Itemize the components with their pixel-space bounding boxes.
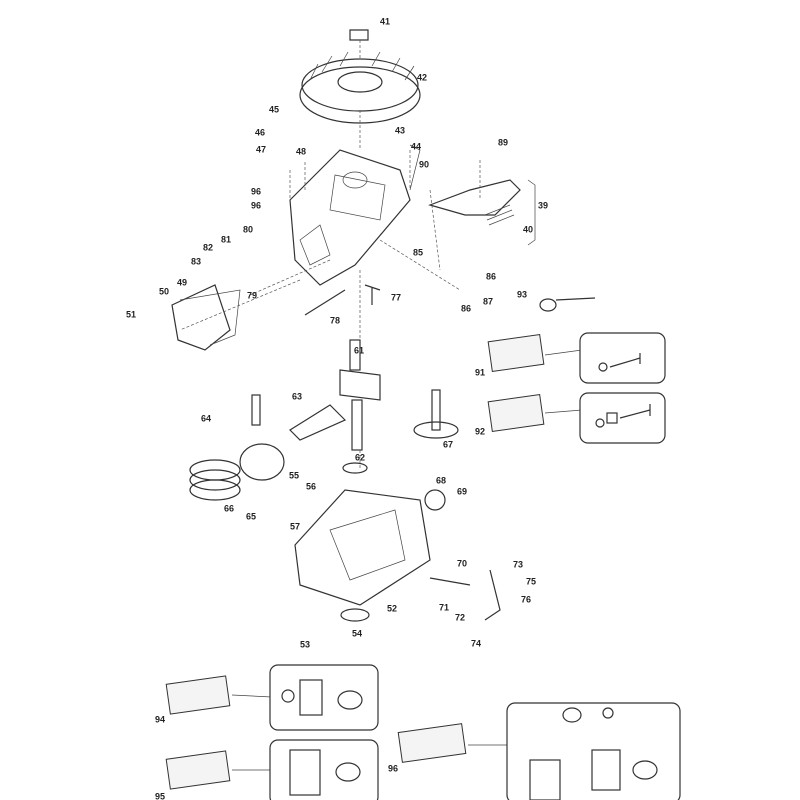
part-number-label-89: 89 [498, 137, 508, 147]
part-number-label-57: 57 [290, 521, 300, 531]
crankcase-sump-part[interactable] [294, 462, 431, 622]
part-number-label-64: 64 [201, 413, 211, 423]
governor-lever-part[interactable] [429, 569, 501, 621]
flywheel-nut-part[interactable] [349, 29, 369, 41]
part-number-label-67: 67 [443, 439, 453, 449]
part-number-label-80: 80 [243, 224, 253, 234]
part-number-label-56: 56 [306, 481, 316, 491]
part-number-label-65: 65 [246, 511, 256, 521]
part-number-label-81: 81 [221, 234, 231, 244]
part-number-label-73: 73 [513, 559, 523, 569]
part-number-label-87: 87 [483, 296, 493, 306]
part-number-label-40: 40 [523, 224, 533, 234]
part-number-label-66: 66 [224, 503, 234, 513]
spring-part[interactable] [539, 297, 596, 312]
part-number-label-93: 93 [517, 289, 527, 299]
valve-part[interactable] [364, 284, 381, 305]
piston-part[interactable] [239, 394, 285, 481]
part-number-label-43: 43 [395, 125, 405, 135]
part-number-label-76: 76 [521, 594, 531, 604]
piston-rings-part[interactable] [189, 459, 241, 501]
part-number-label-92: 92 [475, 426, 485, 436]
part-number-label-45: 45 [269, 104, 279, 114]
part-number-label-96: 96 [388, 763, 398, 773]
governor-gear-part[interactable] [424, 489, 446, 511]
part-number-label-96: 96 [251, 186, 261, 196]
part-number-label-86: 86 [461, 303, 471, 313]
part-number-label-96: 96 [251, 200, 261, 210]
part-number-label-91: 91 [475, 367, 485, 377]
part-number-label-86: 86 [486, 271, 496, 281]
part-number-label-62: 62 [355, 452, 365, 462]
part-number-label-68: 68 [436, 475, 446, 485]
part-number-label-79: 79 [247, 290, 257, 300]
part-number-label-71: 71 [439, 602, 449, 612]
part-number-label-75: 75 [526, 576, 536, 586]
gasket-kit-callout-95 [165, 739, 379, 800]
part-number-label-46: 46 [255, 127, 265, 137]
part-number-label-54: 54 [352, 628, 362, 638]
part-number-label-70: 70 [457, 558, 467, 568]
camshaft-part[interactable] [413, 389, 459, 439]
part-number-label-82: 82 [203, 242, 213, 252]
control-bracket-part[interactable] [428, 179, 521, 226]
part-number-label-48: 48 [296, 146, 306, 156]
push-rod-part[interactable] [304, 289, 346, 316]
part-number-label-55: 55 [289, 470, 299, 480]
part-number-label-41: 41 [380, 16, 390, 26]
gasket-kit-callout-96 [397, 702, 681, 800]
valve-kit-callout-91 [487, 332, 666, 384]
part-number-label-72: 72 [455, 612, 465, 622]
part-number-label-42: 42 [417, 72, 427, 82]
part-number-label-95: 95 [155, 791, 165, 800]
part-number-label-85: 85 [413, 247, 423, 257]
crankcase-part[interactable] [289, 149, 411, 286]
connecting-rod-part[interactable] [289, 404, 347, 441]
part-number-label-61: 61 [354, 345, 364, 355]
part-number-label-94: 94 [155, 714, 165, 724]
part-number-label-63: 63 [292, 391, 302, 401]
part-number-label-69: 69 [457, 486, 467, 496]
valve-kit-callout-92 [487, 392, 666, 444]
valve-cover-part[interactable] [171, 284, 241, 351]
part-number-label-52: 52 [387, 603, 397, 613]
part-number-label-74: 74 [471, 638, 481, 648]
part-number-label-49: 49 [177, 277, 187, 287]
part-number-label-90: 90 [419, 159, 429, 169]
part-number-label-53: 53 [300, 639, 310, 649]
part-number-label-47: 47 [256, 144, 266, 154]
part-number-label-51: 51 [126, 309, 136, 319]
gasket-kit-callout-94 [165, 664, 379, 731]
part-number-label-44: 44 [411, 141, 421, 151]
part-number-label-77: 77 [391, 292, 401, 302]
part-number-label-50: 50 [159, 286, 169, 296]
part-number-label-83: 83 [191, 256, 201, 266]
part-number-label-39: 39 [538, 200, 548, 210]
crankshaft-part[interactable] [339, 339, 381, 451]
part-number-label-78: 78 [330, 315, 340, 325]
